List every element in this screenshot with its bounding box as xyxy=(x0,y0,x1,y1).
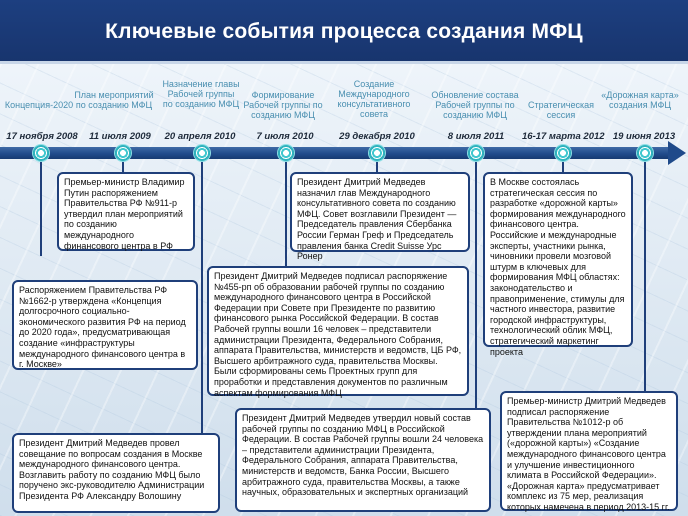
event-box-2010-dec: Президент Дмитрий Медведев назначил глав… xyxy=(290,172,470,261)
event-date: 11 июля 2009 xyxy=(89,131,151,142)
page-title: Ключевые события процесса создания МФЦ xyxy=(105,20,583,43)
event-label-council: Создание Международного консультативного… xyxy=(337,79,411,119)
event-label-workgroup: Формирование Рабочей группы по созданию … xyxy=(243,90,323,120)
timeline-node-icon xyxy=(468,145,484,161)
timeline-node-icon xyxy=(33,145,49,161)
connector-line xyxy=(475,161,477,409)
timeline-node-icon xyxy=(555,145,571,161)
event-label-roadmap: «Дорожная карта» создания МФЦ xyxy=(601,90,679,110)
timeline-node-icon xyxy=(369,145,385,161)
event-box-2012: В Москве состоялась стратегическая сесси… xyxy=(483,172,633,357)
event-date: 19 июня 2013 xyxy=(612,131,676,142)
timeline-node-icon xyxy=(637,145,653,161)
event-box-2009: Премьер-министр Владимир Путин распоряже… xyxy=(57,172,195,251)
event-label-head: Назначение главы Рабочей группы по созда… xyxy=(162,79,240,109)
event-box-2010-jul: Президент Дмитрий Медведев подписал расп… xyxy=(207,266,469,398)
event-date: 7 июля 2010 xyxy=(256,131,314,142)
timeline-bar xyxy=(0,147,672,159)
event-box-2013: Премьер-министр Дмитрий Медведев подписа… xyxy=(500,391,678,512)
event-box-2008: Распоряжением Правительства РФ №1662-р у… xyxy=(12,280,198,370)
event-box-2011: Президент Дмитрий Медведев утвердил новы… xyxy=(235,408,491,512)
connector-line xyxy=(40,161,42,256)
event-label-concept: Концепция-2020 xyxy=(4,100,74,110)
connector-line xyxy=(644,161,646,391)
header-bar: Ключевые события процесса создания МФЦ xyxy=(0,0,688,64)
event-date: 8 июля 2011 xyxy=(447,131,505,142)
connector-line xyxy=(376,161,378,173)
connector-line xyxy=(122,161,124,173)
event-date: 29 декабря 2010 xyxy=(339,131,415,142)
timeline-node-icon xyxy=(194,145,210,161)
timeline-node-icon xyxy=(115,145,131,161)
connector-line xyxy=(285,161,287,266)
timeline-node-icon xyxy=(278,145,294,161)
connector-line xyxy=(562,161,564,173)
connector-line xyxy=(201,161,203,434)
event-label-session: Стратегическая сессия xyxy=(528,100,594,120)
event-date: 16-17 марта 2012 xyxy=(522,131,605,142)
event-date: 20 апреля 2010 xyxy=(164,131,236,142)
event-date: 17 ноября 2008 xyxy=(6,131,78,142)
event-label-plan: План мероприятий по созданию МФЦ xyxy=(74,90,154,110)
event-box-2010-apr: Президент Дмитрий Медведев провел совеща… xyxy=(12,433,220,513)
event-label-update: Обновление состава Рабочей группы по соз… xyxy=(431,90,519,120)
timeline-arrow-icon xyxy=(668,141,686,165)
